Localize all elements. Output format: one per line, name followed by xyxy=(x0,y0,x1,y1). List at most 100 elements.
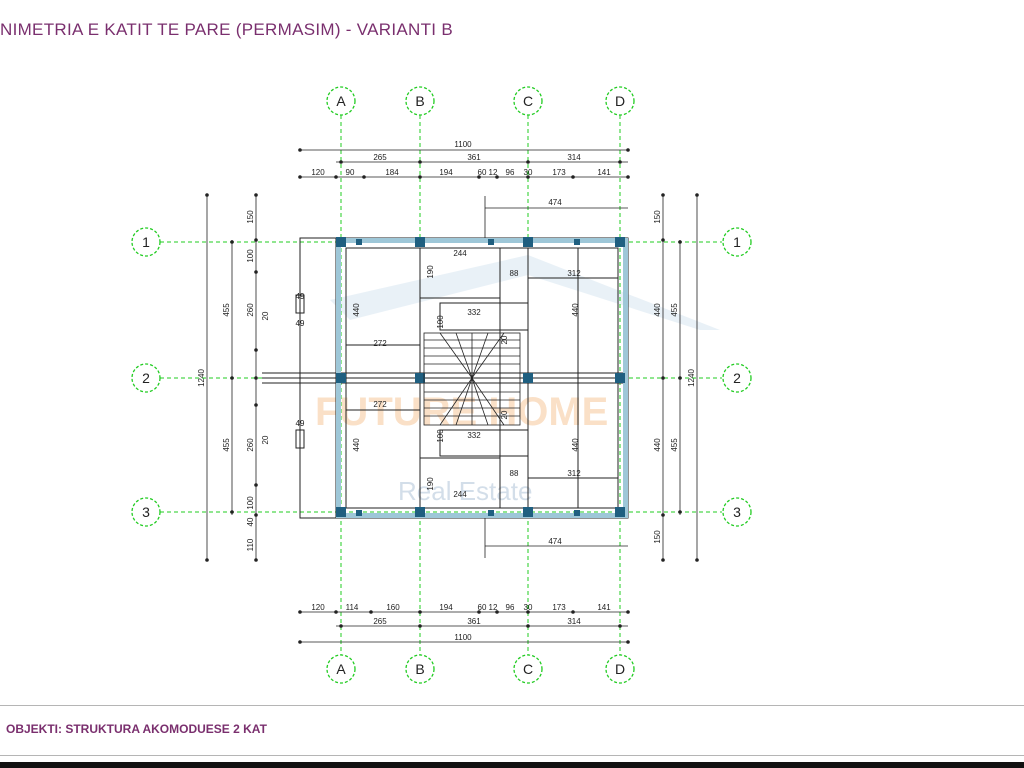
dim-interior-6: 440 xyxy=(352,303,361,317)
axis-bubbles xyxy=(131,86,752,684)
axis-label-bottom-c: C xyxy=(523,661,533,677)
axis-label-right-1: 1 xyxy=(733,234,741,250)
dim-bottom-detail-8: 30 xyxy=(524,603,533,612)
dim-top-grid-3: 314 xyxy=(567,153,581,162)
dim-interior-1: 474 xyxy=(548,198,562,207)
footer-divider-top xyxy=(0,705,1024,706)
dim-right-total: 1240 xyxy=(687,369,696,387)
dim-interior-23: 440 xyxy=(571,438,580,452)
dim-bottom-detail-2: 114 xyxy=(346,603,359,612)
dim-top-detail-1: 120 xyxy=(311,168,325,177)
dim-right-grid-1: 455 xyxy=(670,303,679,317)
dim-bottom-total: 1100 xyxy=(454,633,472,642)
axis-label-bottom-d: D xyxy=(615,661,625,677)
dim-right-detail-1: 150 xyxy=(653,210,662,224)
dim-bottom-detail-3: 160 xyxy=(386,603,400,612)
dim-bottom-detail-5: 60 xyxy=(478,603,487,612)
axis-label-left-3: 3 xyxy=(142,504,150,520)
dim-interior-5: 190 xyxy=(426,265,435,279)
dim-interior-18: 474 xyxy=(548,537,562,546)
dim-bottom-detail-9: 173 xyxy=(552,603,566,612)
axis-label-left-1: 1 xyxy=(142,234,150,250)
axis-label-bottom-a: A xyxy=(336,661,346,677)
dim-top-detail-3: 184 xyxy=(385,168,399,177)
dim-bottom-detail-1: 120 xyxy=(311,603,325,612)
dim-left-grid-1: 455 xyxy=(222,303,231,317)
dim-left-detail-8: 20 xyxy=(261,435,270,444)
floor-plan: FUTURE HOME Real Estate A B C D A B C D … xyxy=(131,86,752,684)
dim-interior-22: 440 xyxy=(352,438,361,452)
dim-left-detail-1: 150 xyxy=(246,210,255,224)
dim-interior-17: 244 xyxy=(453,490,467,499)
watermark: FUTURE HOME Real Estate xyxy=(315,255,720,506)
dim-interior-7: 440 xyxy=(571,303,580,317)
dim-left-detail-9: 100 xyxy=(246,496,255,510)
axis-label-top-c: C xyxy=(523,93,533,109)
dim-right-detail-4: 150 xyxy=(653,530,662,544)
dim-right-grid-2: 455 xyxy=(670,438,679,452)
axis-label-top-a: A xyxy=(336,93,346,109)
dim-bottom-detail-7: 96 xyxy=(506,603,515,612)
dim-interior-16: 190 xyxy=(426,477,435,491)
dim-left-grid-2: 455 xyxy=(222,438,231,452)
structural-columns xyxy=(336,237,625,517)
grid-axis-lines xyxy=(160,115,722,660)
dim-top-detail-8: 30 xyxy=(524,168,533,177)
dim-interior-24: 20 xyxy=(500,335,509,344)
dim-interior-10: 272 xyxy=(373,339,387,348)
drawing-title: NIMETRIA E KATIT TE PARE (PERMASIM) - VA… xyxy=(0,20,453,39)
dim-left-detail-2: 100 xyxy=(246,249,255,263)
dim-interior-20: 49 xyxy=(296,319,305,328)
dim-left-detail-10: 40 xyxy=(246,517,255,526)
axis-label-top-b: B xyxy=(415,93,424,109)
dim-top-detail-7: 96 xyxy=(506,168,515,177)
dim-interior-2: 244 xyxy=(453,249,467,258)
dim-bottom-detail-10: 141 xyxy=(597,603,611,612)
dim-top-detail-5: 60 xyxy=(478,168,487,177)
dim-interior-11: 272 xyxy=(373,400,387,409)
dim-bottom-grid-3: 314 xyxy=(567,617,581,626)
footer-bar xyxy=(0,762,1024,768)
dim-left-detail-3: 260 xyxy=(246,303,255,317)
dim-right-detail-2: 440 xyxy=(653,303,662,317)
dim-right-detail-3: 440 xyxy=(653,438,662,452)
axis-label-top-d: D xyxy=(615,93,625,109)
axis-labels: A B C D A B C D 1 2 3 1 2 3 xyxy=(142,93,741,677)
dim-left-detail-4: 20 xyxy=(261,311,270,320)
dim-interior-12: 332 xyxy=(467,431,481,440)
dim-interior-9: 100 xyxy=(436,315,445,329)
dim-top-grid-2: 361 xyxy=(467,153,481,162)
dim-left-detail-7: 260 xyxy=(246,438,255,452)
dim-left-detail-11: 110 xyxy=(246,538,255,551)
dim-top-detail-2: 90 xyxy=(346,168,355,177)
dim-top-grid-1: 265 xyxy=(373,153,387,162)
dimension-text-vertical: 1240 455 455 150 100 260 20 260 20 100 4… xyxy=(197,210,696,552)
dim-top-total: 1100 xyxy=(454,140,472,149)
dim-interior-8: 332 xyxy=(467,308,481,317)
dim-interior-21: 49 xyxy=(296,419,305,428)
dim-top-detail-4: 194 xyxy=(439,168,453,177)
dim-left-total: 1240 xyxy=(197,369,206,387)
dim-bottom-grid-1: 265 xyxy=(373,617,387,626)
dim-bottom-detail-4: 194 xyxy=(439,603,453,612)
dim-top-detail-10: 141 xyxy=(597,168,611,177)
watermark-brand: FUTURE HOME xyxy=(315,390,608,434)
staircase xyxy=(423,332,521,426)
dim-interior-19: 49 xyxy=(296,292,305,301)
dim-bottom-grid-2: 361 xyxy=(467,617,481,626)
axis-label-bottom-b: B xyxy=(415,661,424,677)
dim-interior-3: 88 xyxy=(510,269,519,278)
dim-interior-13: 100 xyxy=(436,429,445,443)
axis-label-right-2: 2 xyxy=(733,370,741,386)
dim-interior-14: 88 xyxy=(510,469,519,478)
dimension-text: 1100 265 361 314 120 90 184 194 60 12 96… xyxy=(296,140,612,642)
dim-bottom-detail-6: 12 xyxy=(489,603,498,612)
footer-divider-bottom xyxy=(0,755,1024,756)
dim-interior-25: 20 xyxy=(500,410,509,419)
axis-label-left-2: 2 xyxy=(142,370,150,386)
dim-interior-4: 312 xyxy=(567,269,581,278)
axis-label-right-3: 3 xyxy=(733,504,741,520)
object-label: OBJEKTI: STRUKTURA AKOMODUESE 2 KAT xyxy=(6,722,267,736)
dim-interior-15: 312 xyxy=(567,469,581,478)
dim-top-detail-9: 173 xyxy=(552,168,566,177)
